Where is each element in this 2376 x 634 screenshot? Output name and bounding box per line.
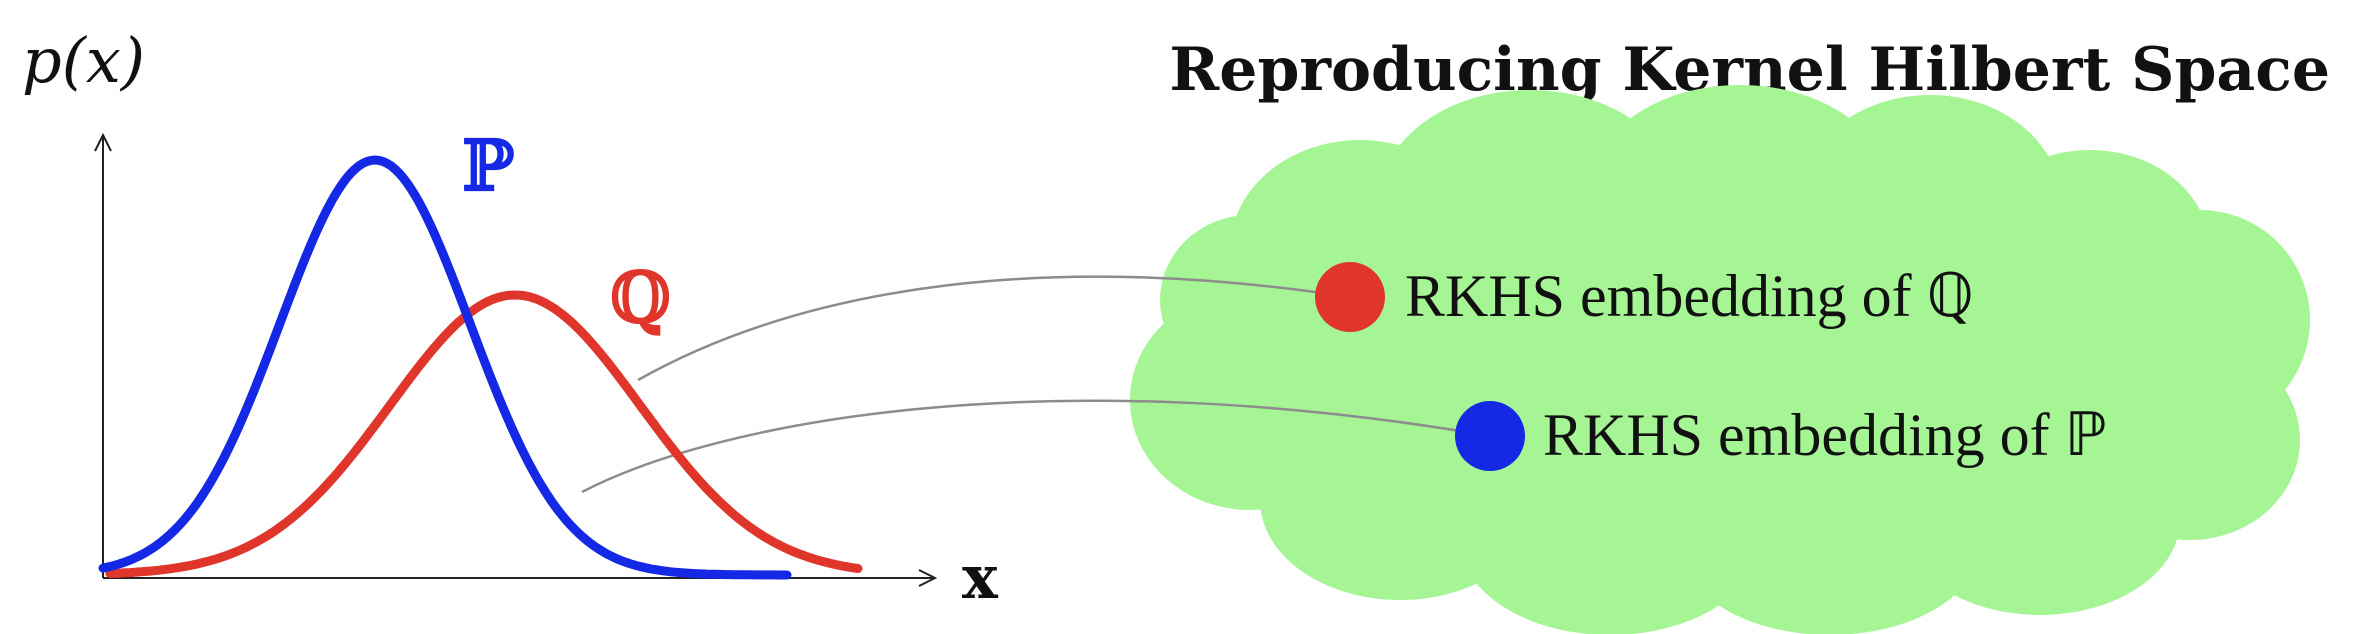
rkhs-cloud: [1130, 85, 2310, 634]
embedding-point-q: [1315, 262, 1385, 332]
embedding-p: RKHS embedding of ℙ: [1455, 401, 2107, 471]
distribution-curve-q: [105, 290, 863, 578]
distribution-label-q: ℚ: [610, 256, 671, 339]
embedding-point-p: [1455, 401, 1525, 471]
embedding-label-p: RKHS embedding of ℙ: [1543, 402, 2107, 468]
plot-axes: p(x) x: [22, 24, 999, 613]
distribution-curve-p: [98, 155, 792, 580]
connector-p: [581, 399, 1491, 494]
embedding-q: RKHS embedding of ℚ: [1315, 262, 1974, 332]
y-axis-label: p(x): [22, 24, 145, 97]
x-axis-label: x: [962, 543, 999, 613]
distribution-label-p: ℙ: [462, 124, 515, 207]
embedding-label-q: RKHS embedding of ℚ: [1405, 263, 1974, 329]
connector-q: [637, 275, 1351, 382]
